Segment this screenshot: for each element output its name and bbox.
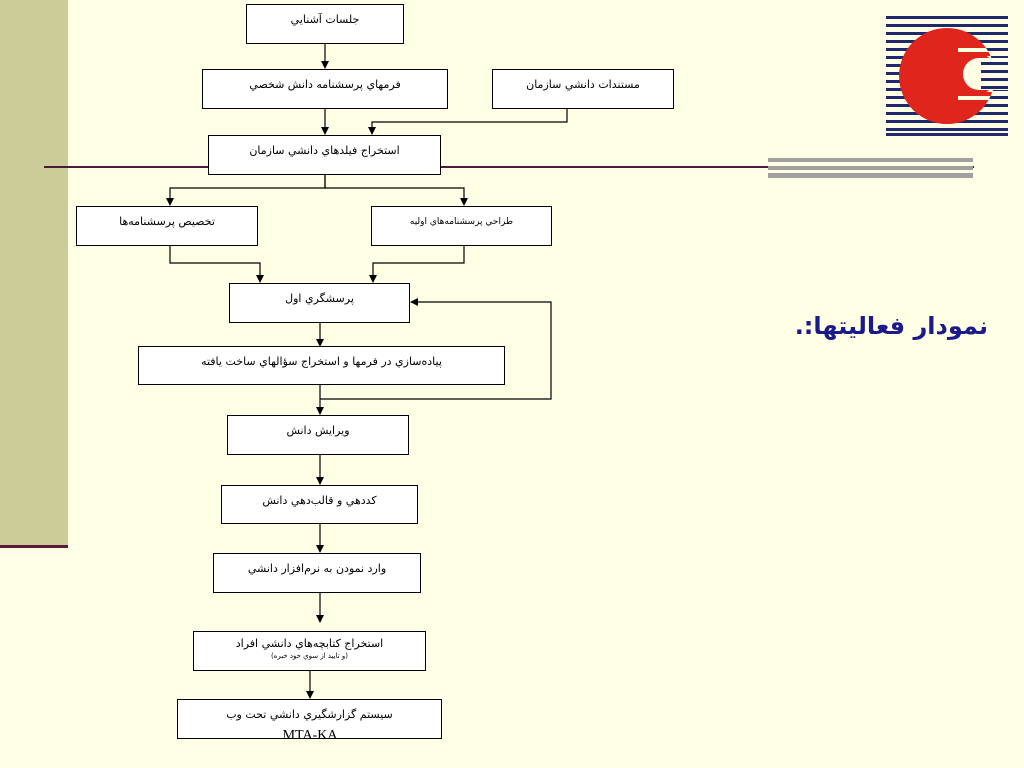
flow-node-first-interview: پرسشگري اول xyxy=(229,283,410,323)
arrow-n4-n5 xyxy=(166,174,326,206)
left-bar-bottom-rule xyxy=(0,545,68,548)
flow-node-coding-formatting: كددهي و قالب‌دهي دانش xyxy=(221,485,418,524)
slide-title: نمودار فعاليتها:. xyxy=(794,312,988,340)
arrow-n4-n6 xyxy=(324,174,468,206)
flow-node-extract-knowledge-fields: استخراج فيلدهاي دانشي سازمان xyxy=(208,135,441,175)
flow-node-extract-booklets: استخراج كتابچه‌هاي دانشي افراد (و تاييد … xyxy=(193,631,426,671)
flow-node-personal-knowledge-forms: فرمهاي پرسشنامه دانش شخصي xyxy=(202,69,448,109)
flow-node-organization-documents: مستندات دانشي سازمان xyxy=(492,69,674,109)
arrow-n5-n7 xyxy=(169,245,264,283)
flow-node-extract-booklets-label: استخراج كتابچه‌هاي دانشي افراد xyxy=(235,637,384,650)
flow-node-enter-software: وارد نمودن به نرم‌افزار دانشي xyxy=(213,553,421,593)
flow-node-questionnaire-allocation: تخصيص پرسشنامه‌ها xyxy=(76,206,258,246)
flow-node-initial-questionnaire-design: طراحي پرسشنامه‌هاي اوليه xyxy=(371,206,552,246)
flow-node-implementation-in-forms: پياده‌سازي در فرمها و استخراج سؤالهاي سا… xyxy=(138,346,505,385)
flow-node-orientation-sessions: جلسات آشنايي xyxy=(246,4,404,44)
flow-node-knowledge-editing: ويرايش دانش xyxy=(227,415,409,455)
arrow-n6-n7 xyxy=(369,245,465,283)
horizontal-divider xyxy=(44,166,974,168)
flow-node-extract-booklets-sublabel: (و تاييد از سوي خود خبره) xyxy=(270,652,349,660)
left-decorative-bar xyxy=(0,0,68,545)
footer-label: MTA-KA xyxy=(282,728,338,743)
flow-node-web-reporting-system: سيستم گزارشگيري دانشي تحت وب xyxy=(177,699,442,739)
right-gray-bands xyxy=(768,158,973,178)
arrow-loop-n7 xyxy=(320,298,552,400)
company-logo-icon xyxy=(886,16,1008,136)
arrow-n3-n4 xyxy=(368,108,568,135)
